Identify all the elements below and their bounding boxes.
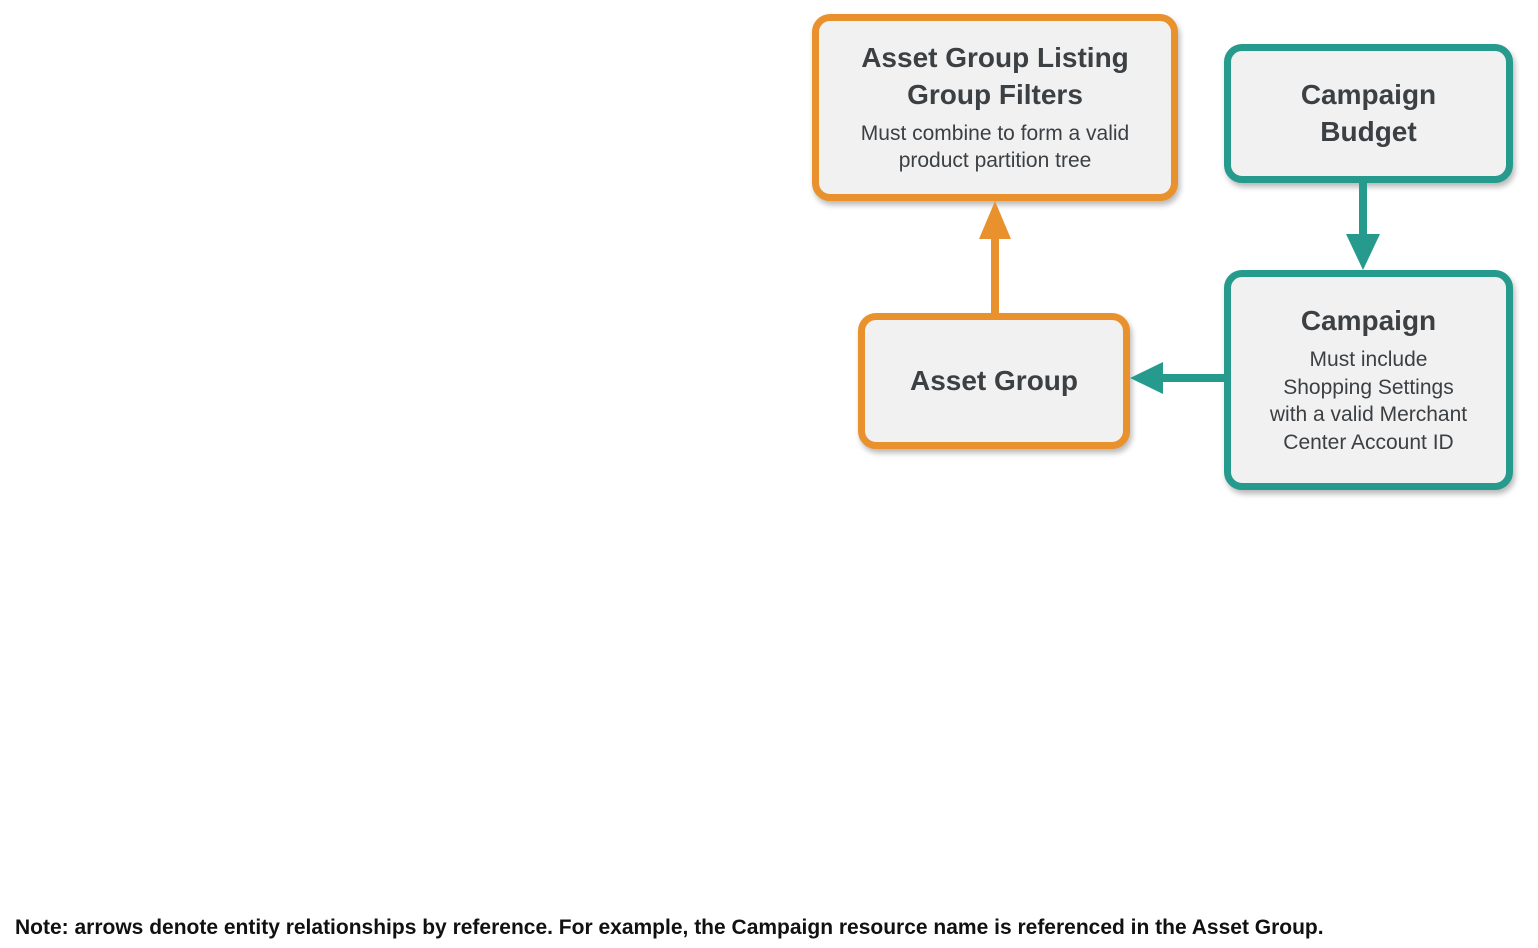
arrow-down-icon — [1346, 234, 1380, 270]
box-asset-group-listing-group-filters: Asset Group Listing Group Filters Must c… — [812, 14, 1178, 201]
box-title: Campaign — [1300, 305, 1437, 337]
arrow-left-icon — [1130, 362, 1163, 394]
box-campaign: Campaign Must include Shopping Settings … — [1224, 270, 1513, 490]
arrow-campaign-to-asset-group-shaft — [1160, 374, 1226, 382]
footnote: Note: arrows denote entity relationships… — [15, 916, 1324, 939]
box-title: Campaign Budget — [1300, 78, 1437, 147]
box-subtitle: Must combine to form a valid product par… — [860, 121, 1130, 173]
box-subtitle: Must include Shopping Settings with a va… — [1269, 348, 1468, 455]
box-title: Asset Group — [909, 364, 1079, 396]
box-asset-group: Asset Group — [858, 313, 1130, 449]
arrow-up-icon — [979, 201, 1011, 239]
box-title: Asset Group Listing Group Filters — [861, 41, 1129, 110]
arrow-campaign-budget-to-campaign-shaft — [1359, 180, 1367, 240]
box-campaign-budget: Campaign Budget — [1224, 44, 1513, 183]
arrow-asset-group-to-filters-shaft — [991, 235, 999, 315]
